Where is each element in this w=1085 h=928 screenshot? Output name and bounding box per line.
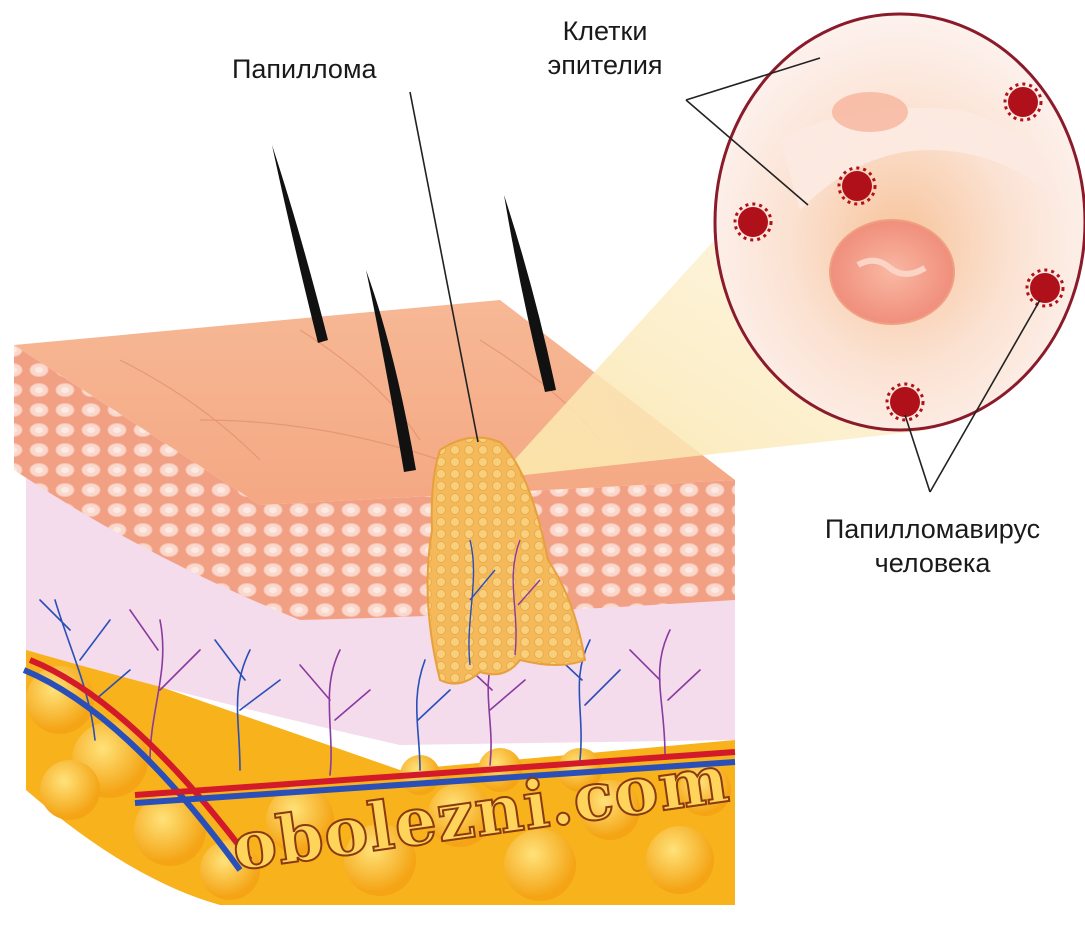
virus-particle — [887, 384, 923, 420]
cell-organelle — [832, 92, 908, 132]
papilloma-label: Папиллома — [232, 52, 377, 86]
virus-particle — [1005, 84, 1041, 120]
hpv-label-line2: человека — [780, 546, 1085, 580]
epithelial-cells-label-line2: эпителия — [520, 48, 690, 82]
hpv-label-line1: Папилломавирус — [780, 512, 1085, 546]
virus-particle — [839, 168, 875, 204]
epithelial-cells-label: Клетки эпителия — [520, 14, 690, 82]
virus-particle — [735, 204, 771, 240]
virus-particle — [1027, 270, 1063, 306]
epithelial-cells-label-line1: Клетки — [520, 14, 690, 48]
hpv-label: Папилломавирус человека — [780, 512, 1085, 580]
